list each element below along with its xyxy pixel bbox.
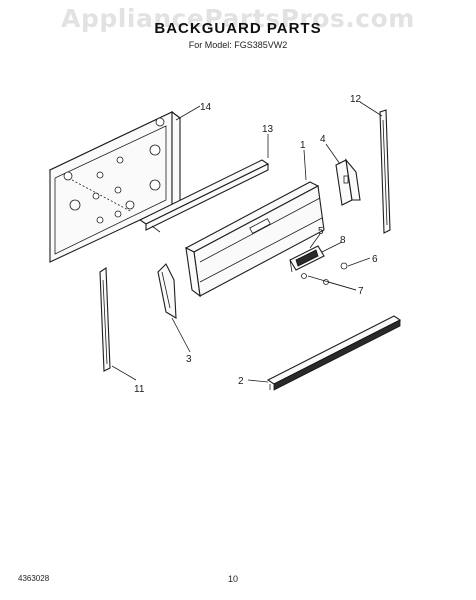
callout-3: 3: [186, 354, 192, 365]
page-number: 10: [228, 574, 239, 584]
callout-1: 1: [300, 140, 306, 151]
callout-6: 6: [372, 254, 378, 265]
callout-11: 11: [134, 384, 145, 395]
part-7-screws: [301, 273, 329, 285]
doc-number: 4363028: [18, 574, 50, 583]
callout-4: 4: [320, 134, 326, 145]
callout-2: 2: [238, 376, 244, 387]
callout-8: 8: [340, 235, 346, 246]
part-2-bottom-trim: [266, 315, 402, 391]
part-4-end-bracket: [335, 158, 361, 206]
part-13-trim-strip: [138, 159, 270, 233]
part-14-rear-panel: [48, 110, 182, 263]
part-3-end-cap: [157, 263, 177, 320]
leader-lines: [111, 101, 383, 383]
model-subtitle: For Model: FGS385VW2: [188, 40, 288, 50]
callout-13: 13: [262, 124, 274, 135]
callout-7: 7: [358, 286, 364, 297]
callout-14: 14: [200, 102, 212, 113]
part-11-left-trim: [99, 266, 111, 372]
callout-5: 5: [318, 226, 324, 237]
part-12-right-trim: [379, 109, 391, 234]
callout-12: 12: [350, 94, 362, 105]
part-1-control-panel: [184, 181, 325, 298]
part-6-screw: [340, 262, 348, 270]
page-title: BACKGUARD PARTS: [154, 20, 322, 37]
watermark: AppliancePartsPros.com: [61, 4, 415, 33]
part-5-switch-housing: [289, 245, 325, 273]
